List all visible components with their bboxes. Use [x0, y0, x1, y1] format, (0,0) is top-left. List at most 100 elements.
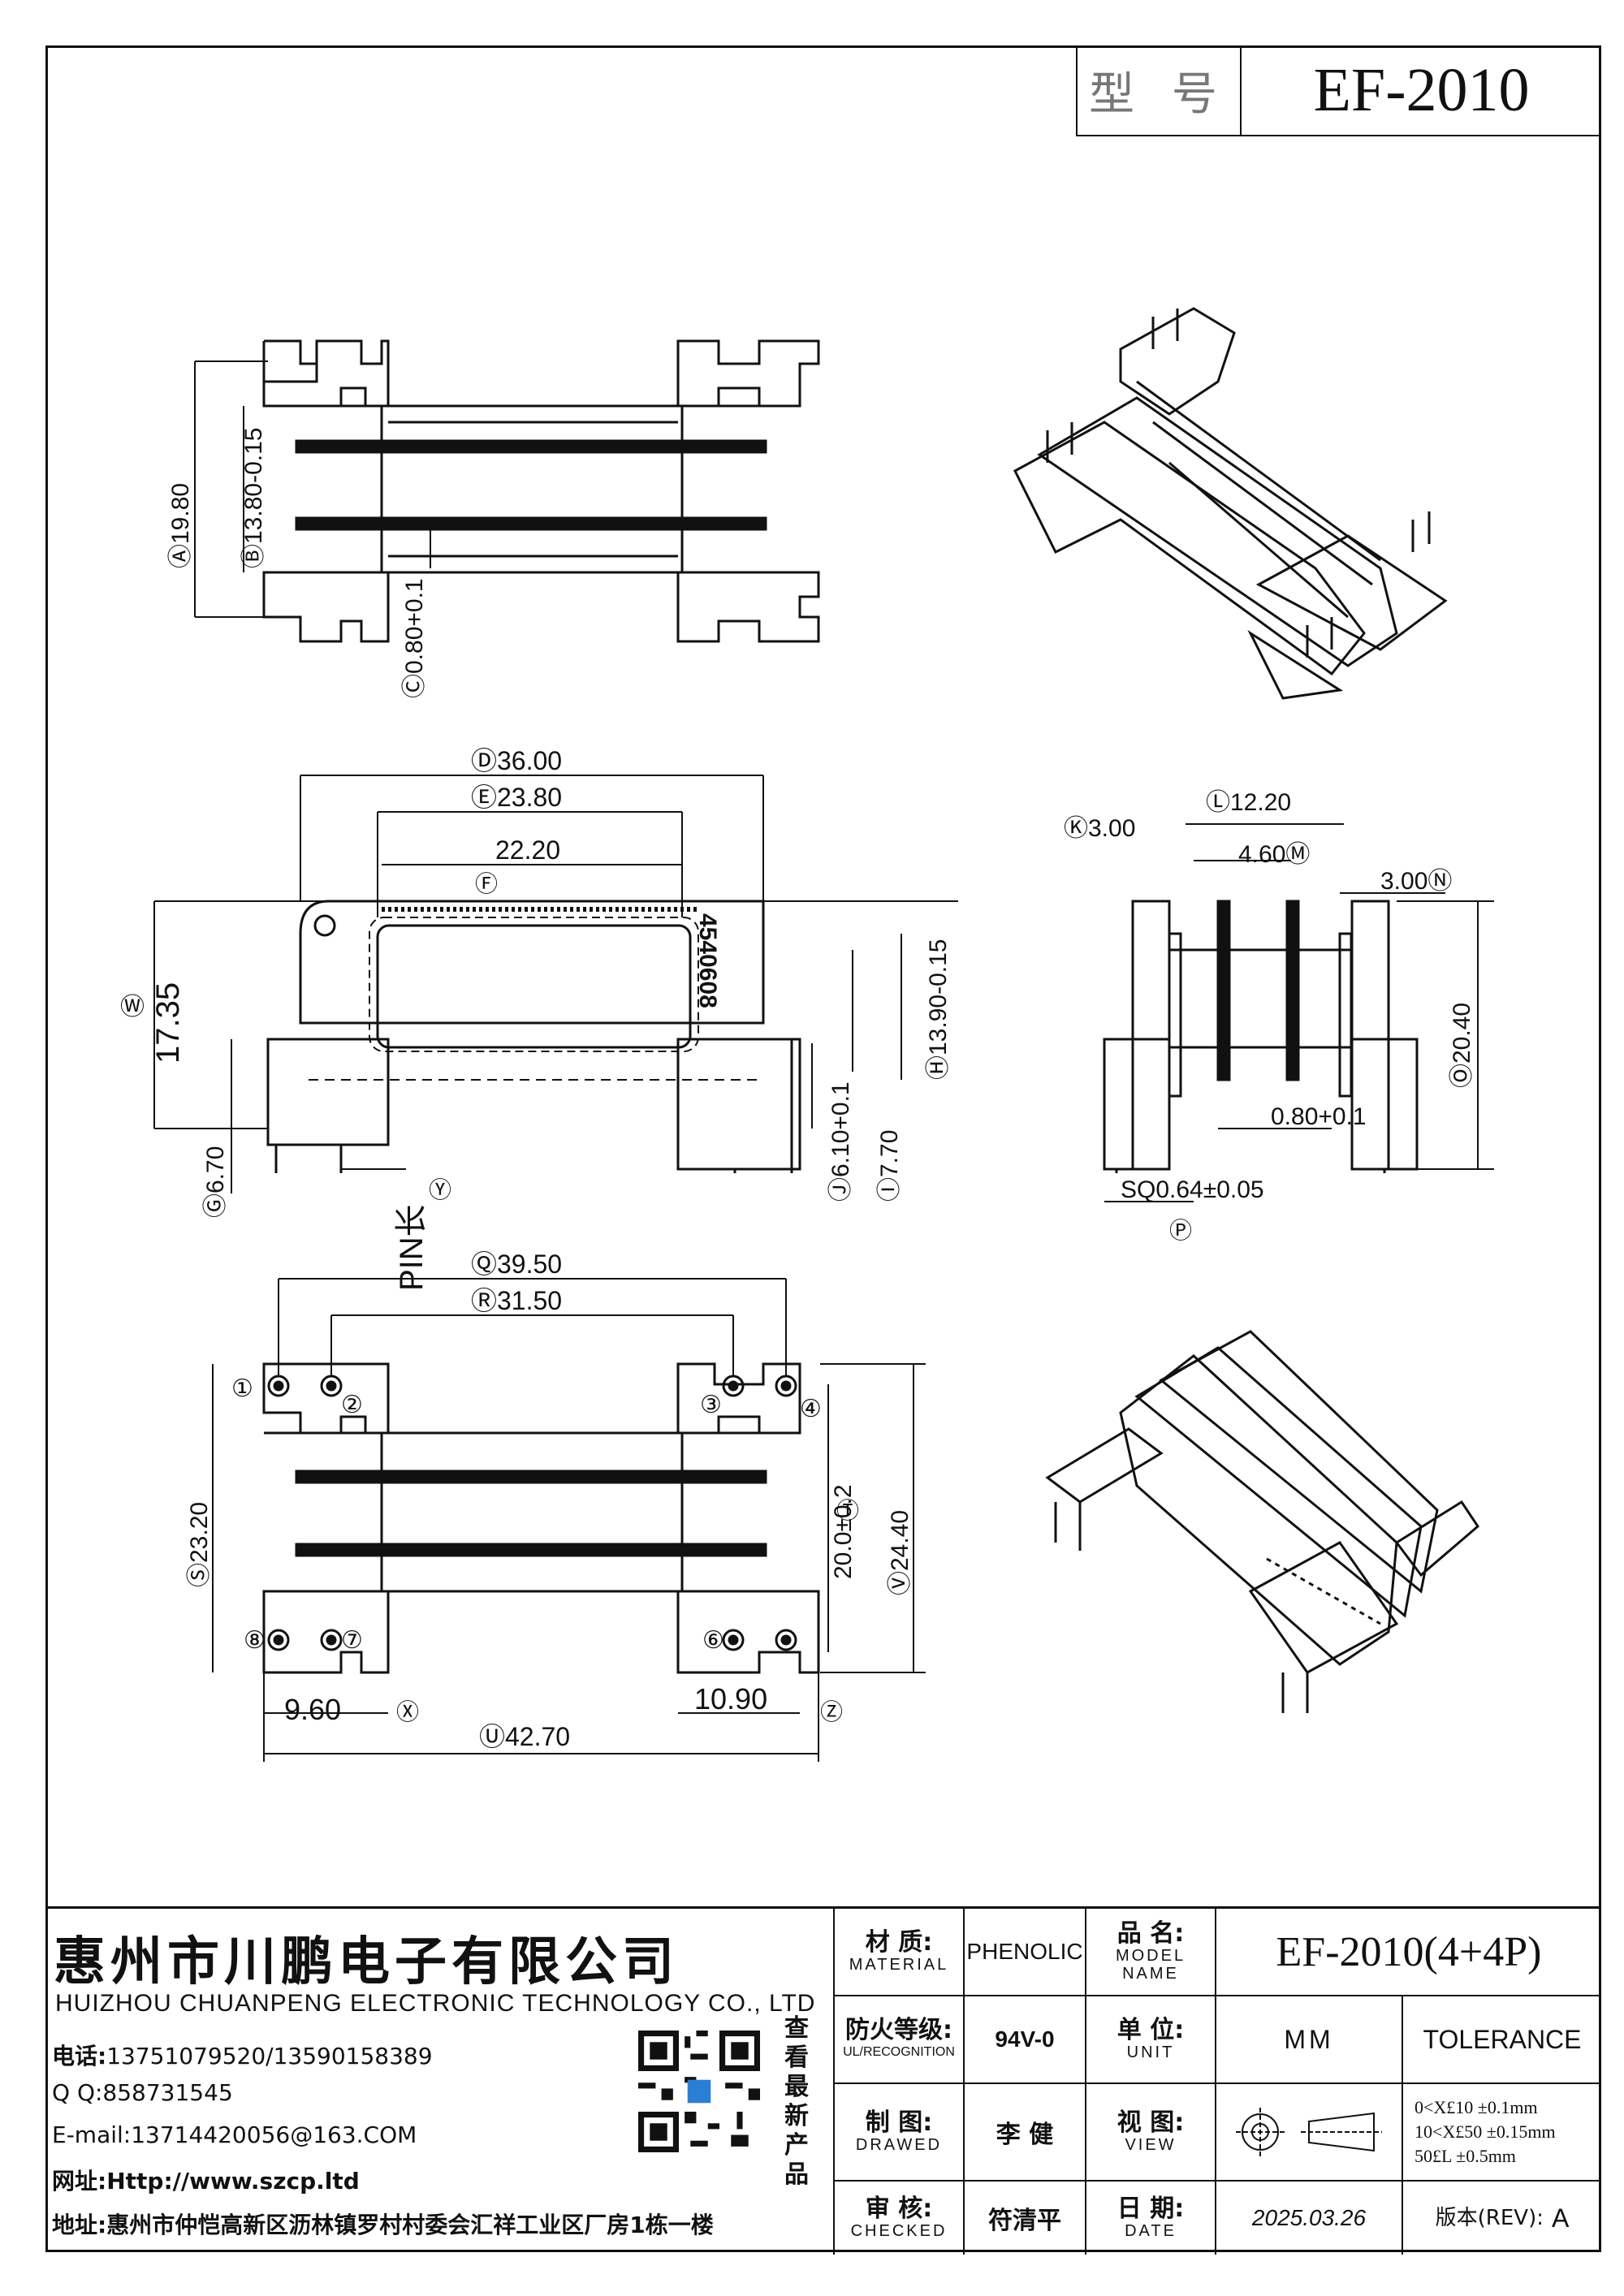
pin-4: ④	[800, 1396, 822, 1422]
tolerance-cell: TOLERANCE	[1402, 1996, 1601, 2084]
pin-8: ⑧	[244, 1627, 266, 1654]
checked-label: 审 核:	[865, 2195, 933, 2223]
front-view	[153, 775, 958, 1193]
date-value: 2025.03.26	[1251, 2205, 1367, 2230]
model-value: EF-2010	[1313, 55, 1530, 124]
dim-o: Ⓞ20.40	[1449, 1003, 1475, 1088]
address: 惠州市仲恺高新区沥林镇罗村村委会汇祥工业区厂房1栋一楼	[106, 2212, 714, 2238]
model-header: 型 号 EF-2010	[1076, 45, 1601, 136]
qr-code-icon[interactable]	[638, 2031, 760, 2152]
material-label-cell: 材 质: MATERIAL	[833, 1909, 963, 1996]
dim-t-value: 20.0±0.2	[830, 1484, 857, 1579]
dim-p: Ⓟ	[1169, 1218, 1192, 1243]
view-symbol-cell	[1215, 2084, 1402, 2182]
tolerance-2: 10<X£50 ±0.15mm	[1415, 2121, 1556, 2142]
date-label: 日 期:	[1116, 2195, 1185, 2223]
unit-label-en: UNIT	[1126, 2044, 1175, 2061]
website-link[interactable]: Http://www.szcp.ltd	[106, 2168, 360, 2195]
fire-label-cell: 防火等级: UL/RECOGNITION	[833, 1996, 963, 2084]
dim-v: Ⓥ24.40	[887, 1510, 914, 1595]
dim-w: Ⓦ	[120, 994, 145, 1021]
email-label: E-mail:	[52, 2121, 132, 2148]
iso-view-top	[1013, 307, 1448, 700]
phone: 13751079520/13590158389	[106, 2043, 433, 2069]
dim-i: Ⓘ7.70	[876, 1130, 903, 1202]
tolerance-3: 50£L ±0.5mm	[1415, 2146, 1516, 2166]
rev-cell: 版本(REV): A	[1402, 2182, 1601, 2255]
address-label: 地址:	[52, 2212, 107, 2238]
material-cell: PHENOLIC	[963, 1909, 1085, 1996]
view-label: 视 图:	[1116, 2108, 1185, 2137]
projection-symbol-icon	[1236, 2108, 1382, 2156]
email-line: E-mail:13714420056@163.COM	[52, 2121, 417, 2148]
date-label-cell: 日 期: DATE	[1085, 2182, 1215, 2255]
side-view	[1103, 823, 1494, 1202]
unit-label-cell: 单 位: UNIT	[1085, 1996, 1215, 2084]
dim-f: Ⓕ	[475, 871, 498, 896]
fire-cell: 94V-0	[963, 1996, 1085, 2084]
pin-7: ⑦	[341, 1627, 363, 1654]
dim-m: 4.60Ⓜ	[1238, 841, 1310, 868]
dim-l: Ⓛ12.20	[1206, 789, 1291, 816]
dim-x: Ⓧ	[396, 1699, 419, 1724]
dim-q: Ⓠ39.50	[471, 1249, 562, 1279]
material-label-en: MATERIAL	[849, 1956, 949, 1974]
material-value: PHENOLIC	[966, 1939, 1083, 1964]
qr-caption: 查看最新产品	[784, 2014, 809, 2189]
dim-a: Ⓐ19.80	[167, 483, 194, 568]
model-label-cell: 品 名: MODEL NAME	[1085, 1909, 1215, 1996]
pin-1: ①	[231, 1375, 253, 1402]
date-label-en: DATE	[1125, 2222, 1177, 2240]
iso-view-bottom	[1045, 1330, 1479, 1713]
qq: 858731545	[102, 2079, 233, 2106]
dim-p-value: SQ0.64±0.05	[1121, 1176, 1264, 1203]
date-cell: 2025.03.26	[1215, 2182, 1402, 2255]
phone-label: 电话:	[52, 2043, 107, 2069]
drawing-frame	[45, 45, 1601, 2252]
dim-u: Ⓤ42.70	[479, 1722, 570, 1751]
dim-c: Ⓒ0.80+0.1	[401, 578, 428, 698]
pin-6: ⑥	[702, 1627, 724, 1654]
dim-t: Ⓣ	[836, 1498, 859, 1523]
dim-y: Ⓨ	[429, 1177, 451, 1202]
pin-2: ②	[341, 1392, 363, 1418]
dim-h: Ⓗ13.90-0.15	[925, 939, 952, 1080]
web-label: 网址:	[52, 2168, 107, 2195]
qq-label: Q Q:	[52, 2079, 103, 2106]
drawn-label-en: DRAWED	[855, 2136, 943, 2154]
dim-x-value: 9.60	[284, 1693, 341, 1726]
dim-b: Ⓑ13.80-0.15	[240, 428, 267, 568]
address-line: 地址:惠州市仲恺高新区沥林镇罗村村委会汇祥工业区厂房1栋一楼	[52, 2208, 714, 2240]
top-view	[194, 339, 820, 643]
rev-value: A	[1551, 2203, 1570, 2233]
checked-value: 符清平	[988, 2207, 1061, 2235]
title-grid: 材 质: MATERIAL PHENOLIC 品 名: MODEL NAME E…	[833, 1909, 1601, 2255]
company-name-cn: 惠州市川鹏电子有限公司	[54, 1932, 679, 1992]
part-mark: 4540608	[694, 913, 721, 1008]
phone-line: 电话:13751079520/13590158389	[52, 2039, 433, 2071]
unit-value: MM	[1284, 2024, 1334, 2054]
model-name-label-en: MODEL NAME	[1115, 1947, 1186, 1983]
model-name-cell: EF-2010(4+4P)	[1215, 1909, 1601, 1996]
view-label-en: VIEW	[1125, 2136, 1177, 2154]
unit-cell: MM	[1215, 1996, 1402, 2084]
dim-f-value: 22.20	[495, 835, 560, 865]
model-name-label: 品 名:	[1116, 1919, 1185, 1948]
tolerance-label: TOLERANCE	[1423, 2024, 1582, 2054]
rev-label: 版本(REV):	[1435, 2206, 1544, 2230]
model-name-value: EF-2010(4+4P)	[1276, 1928, 1542, 1975]
dim-k: Ⓚ3.00	[1064, 815, 1135, 842]
drawn-label: 制 图:	[865, 2108, 933, 2137]
dim-z: Ⓩ	[820, 1699, 843, 1724]
tolerance-values-cell: 0<X£10 ±0.1mm 10<X£50 ±0.15mm 50£L ±0.5m…	[1402, 2084, 1601, 2182]
fire-value: 94V-0	[995, 2026, 1055, 2052]
pin-length: PIN长	[394, 1204, 430, 1291]
drawn-cell: 李 健	[963, 2084, 1085, 2182]
dim-e: Ⓔ23.80	[471, 783, 562, 812]
fire-label-en: UL/RECOGNITION	[843, 2045, 955, 2059]
fire-label: 防火等级:	[845, 2016, 952, 2044]
company-info: 惠州市川鹏电子有限公司 HUIZHOU CHUANPENG ELECTRONIC…	[45, 1909, 833, 2255]
unit-label: 单 位:	[1116, 2016, 1185, 2044]
dim-w-value: 17.35	[150, 982, 186, 1064]
material-label: 材 质:	[865, 1928, 933, 1957]
